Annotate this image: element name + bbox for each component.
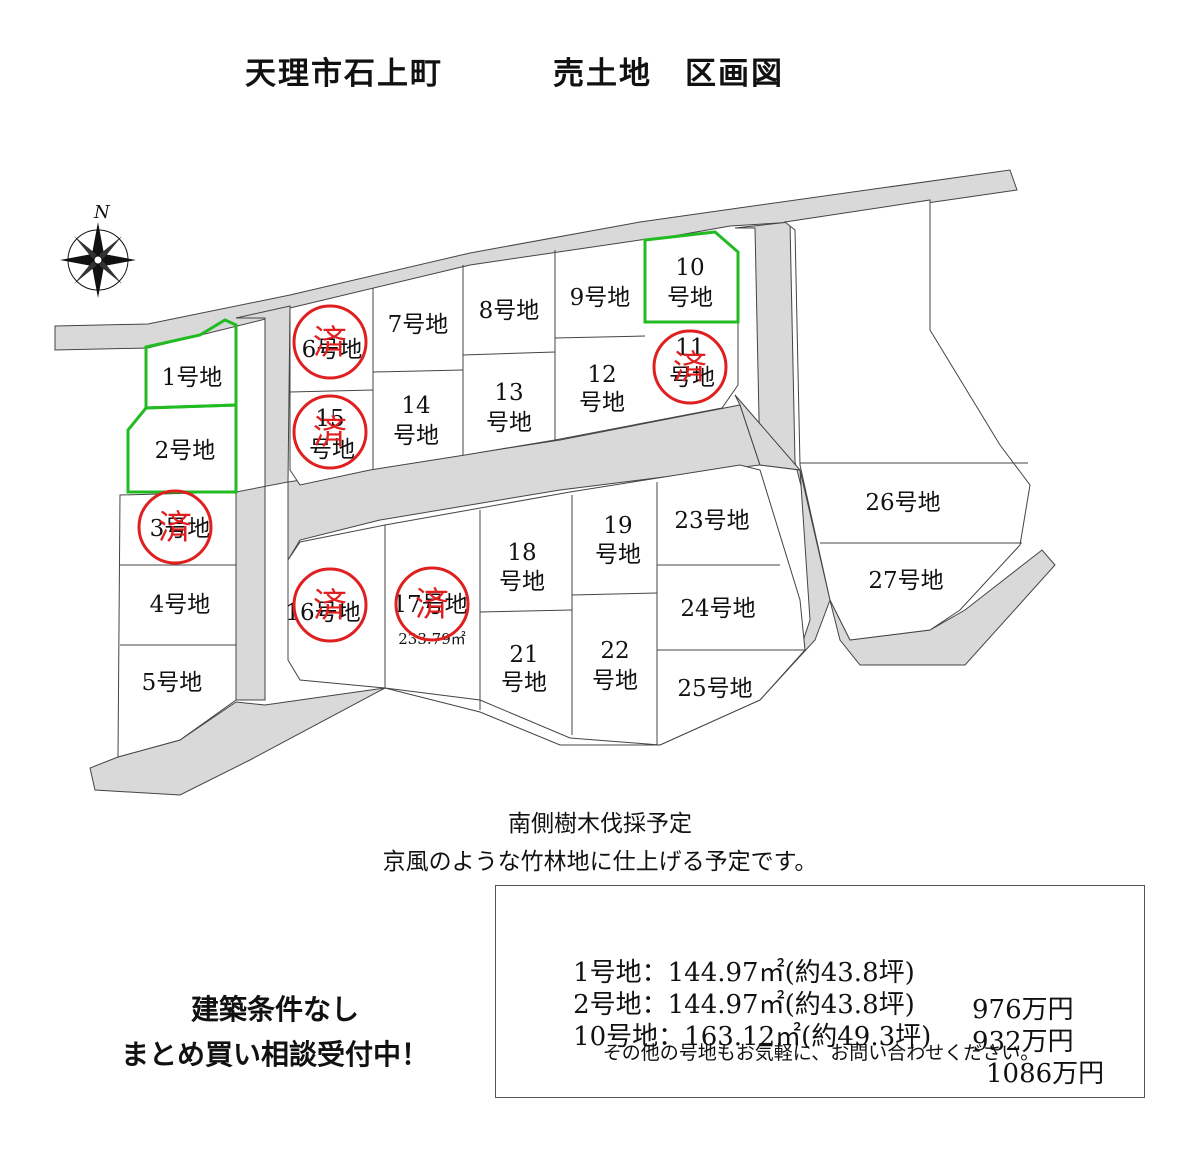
location-title: 天理市石上町	[245, 56, 443, 92]
lot-12-suffix: 号地	[579, 390, 625, 416]
sold-mark-lot-15: 済	[313, 413, 347, 453]
lot-10-number: 10	[675, 255, 704, 281]
block-south	[287, 464, 806, 746]
note-tree-felling: 南側樹木伐採予定	[508, 811, 692, 837]
lot-8-label: 8号地	[479, 298, 540, 324]
lot-23-label: 23号地	[674, 508, 749, 534]
lot-21-suffix: 号地	[501, 670, 547, 696]
lot-15-suffix: 号地	[309, 437, 355, 463]
lot-21-number: 21	[509, 642, 538, 668]
lot-6-label: 6号地	[302, 337, 363, 363]
lot-9-label: 9号地	[570, 285, 631, 311]
lead-bulk-purchase: まとめ買い相談受付中！	[120, 1038, 429, 1071]
lot-7-label: 7号地	[388, 312, 449, 338]
sold-mark-lot-16: 済	[313, 586, 347, 626]
lot-19-number: 19	[603, 513, 632, 539]
block-east	[783, 199, 1031, 641]
lot-10-suffix: 号地	[667, 285, 713, 311]
lot-22-number: 22	[600, 638, 629, 664]
lot-11-number: 11	[675, 335, 704, 361]
price-row-price: 976万円	[972, 995, 1074, 1025]
lot-13-number: 13	[494, 380, 523, 406]
lot-25-label: 25号地	[677, 676, 752, 702]
compass-north-label: N	[93, 202, 111, 223]
lot-22-suffix: 号地	[592, 668, 638, 694]
block-outlines	[117, 199, 1031, 758]
price-row-lot: 2号地：144.97㎡(約43.8坪)	[573, 990, 915, 1020]
sold-stamp-lot-17	[394, 566, 470, 642]
lot-4-label: 4号地	[150, 592, 211, 618]
price-row-lot: 1号地：144.97㎡(約43.8坪)	[573, 958, 915, 988]
lot-18-number: 18	[507, 540, 536, 566]
price-box-note: その他の号地もお気軽に、お問い合わせください。	[602, 1042, 1040, 1064]
sold-mark-lot-17: 済	[415, 585, 449, 625]
lot-1-label: 1号地	[162, 365, 223, 391]
price-box: 1号地：144.97㎡(約43.8坪) 976万円 2号地：144.97㎡(約4…	[495, 885, 1145, 1098]
lot-18-suffix: 号地	[499, 569, 545, 595]
lot-13-suffix: 号地	[486, 410, 532, 436]
page-title: 売土地 区画図	[553, 56, 784, 92]
sold-mark-lot-6: 済	[313, 323, 347, 363]
sold-stamp-lot-15	[292, 394, 368, 470]
road-west-spine	[235, 305, 291, 701]
sold-mark-lot-3: 済	[158, 508, 192, 548]
lot-2-label: 2号地	[155, 438, 216, 464]
lot-3-label: 3号地	[150, 516, 211, 542]
lead-no-building-condition: 建築条件なし	[190, 993, 359, 1026]
sold-stamp-lot-16	[292, 567, 368, 643]
sold-stamp-lot-3	[137, 489, 213, 565]
price-row: 2号地：144.97㎡(約43.8坪) 932万円	[540, 954, 1074, 1081]
sold-stamp-lot-6	[292, 304, 368, 380]
price-row-price: 1086万円	[986, 1059, 1105, 1089]
price-row-price: 932万円	[972, 1027, 1074, 1057]
price-row: 1号地：144.97㎡(約43.8坪) 976万円	[540, 922, 1074, 1049]
note-bamboo-grove: 京風のような竹林地に仕上げる予定です。	[382, 849, 818, 875]
lot-11-suffix: 号地	[669, 365, 715, 391]
lot-14-number: 14	[401, 393, 430, 419]
lot-15-number: 15	[315, 406, 344, 432]
price-row-lot: 10号地：163.12㎡(約49.3坪)	[573, 1022, 932, 1052]
lot-10-outline	[643, 230, 740, 324]
lot-24-label: 24号地	[680, 596, 755, 622]
sold-stamp-lot-11	[652, 329, 728, 405]
price-row: 10号地：163.12㎡(約49.3坪) 1086万円	[540, 986, 1104, 1113]
lot-12-number: 12	[587, 362, 616, 388]
lot-26-label: 26号地	[865, 490, 940, 516]
lot-19-suffix: 号地	[595, 542, 641, 568]
block-north	[289, 231, 739, 486]
sold-mark-lot-11: 済	[673, 348, 707, 388]
compass-rose-icon	[60, 222, 136, 298]
sold-stamps	[137, 304, 728, 643]
lot-27-label: 27号地	[868, 568, 943, 594]
lot-5-label: 5号地	[142, 670, 203, 696]
lot-14-suffix: 号地	[393, 423, 439, 449]
lot-17-label: 17号地	[392, 592, 467, 618]
